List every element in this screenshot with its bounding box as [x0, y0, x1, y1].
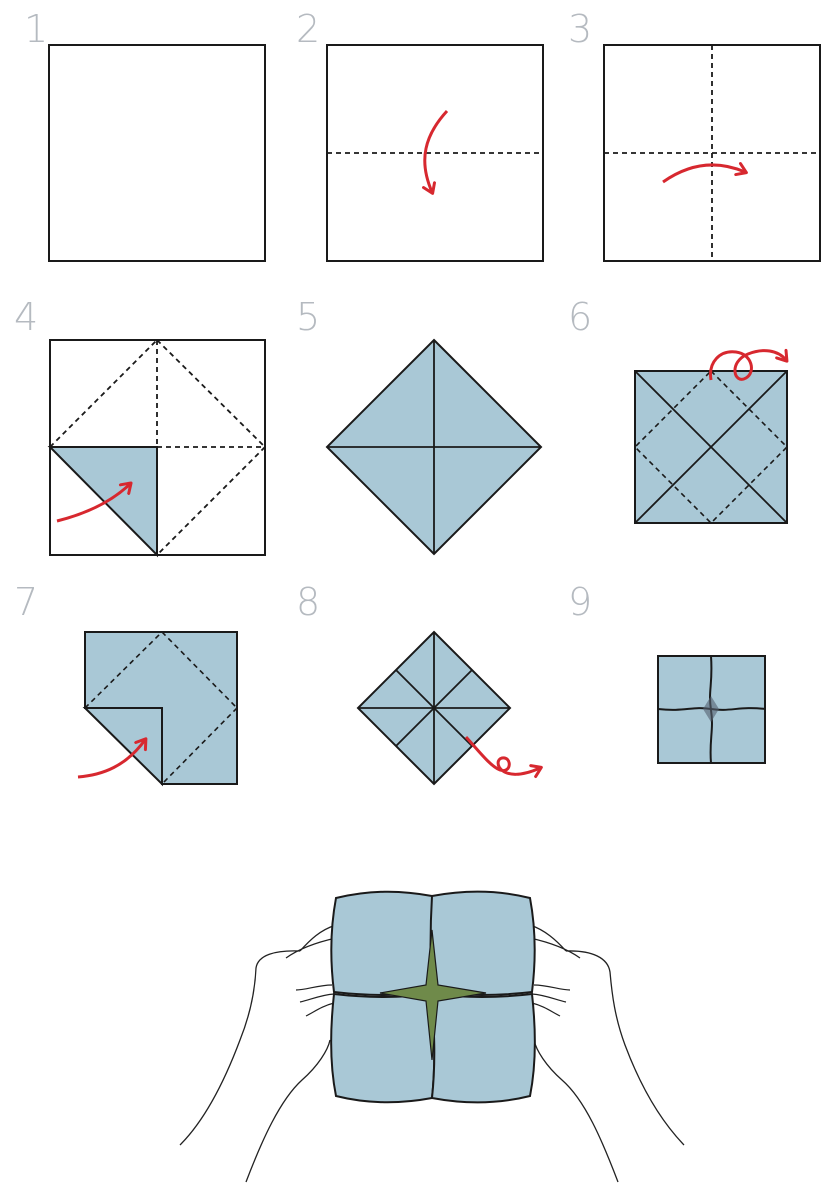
step-6-diagram [635, 351, 787, 523]
step-5-diagram [327, 340, 541, 554]
step-3-diagram [604, 45, 820, 261]
step-7-diagram [78, 632, 237, 784]
step-8-diagram [358, 632, 540, 784]
flip-over-arrow-icon [466, 737, 540, 774]
fortune-teller [331, 892, 535, 1103]
step-2-diagram [327, 45, 543, 261]
step-4-diagram [50, 340, 265, 555]
step-1-diagram [49, 45, 265, 261]
step-9-diagram [658, 656, 765, 763]
